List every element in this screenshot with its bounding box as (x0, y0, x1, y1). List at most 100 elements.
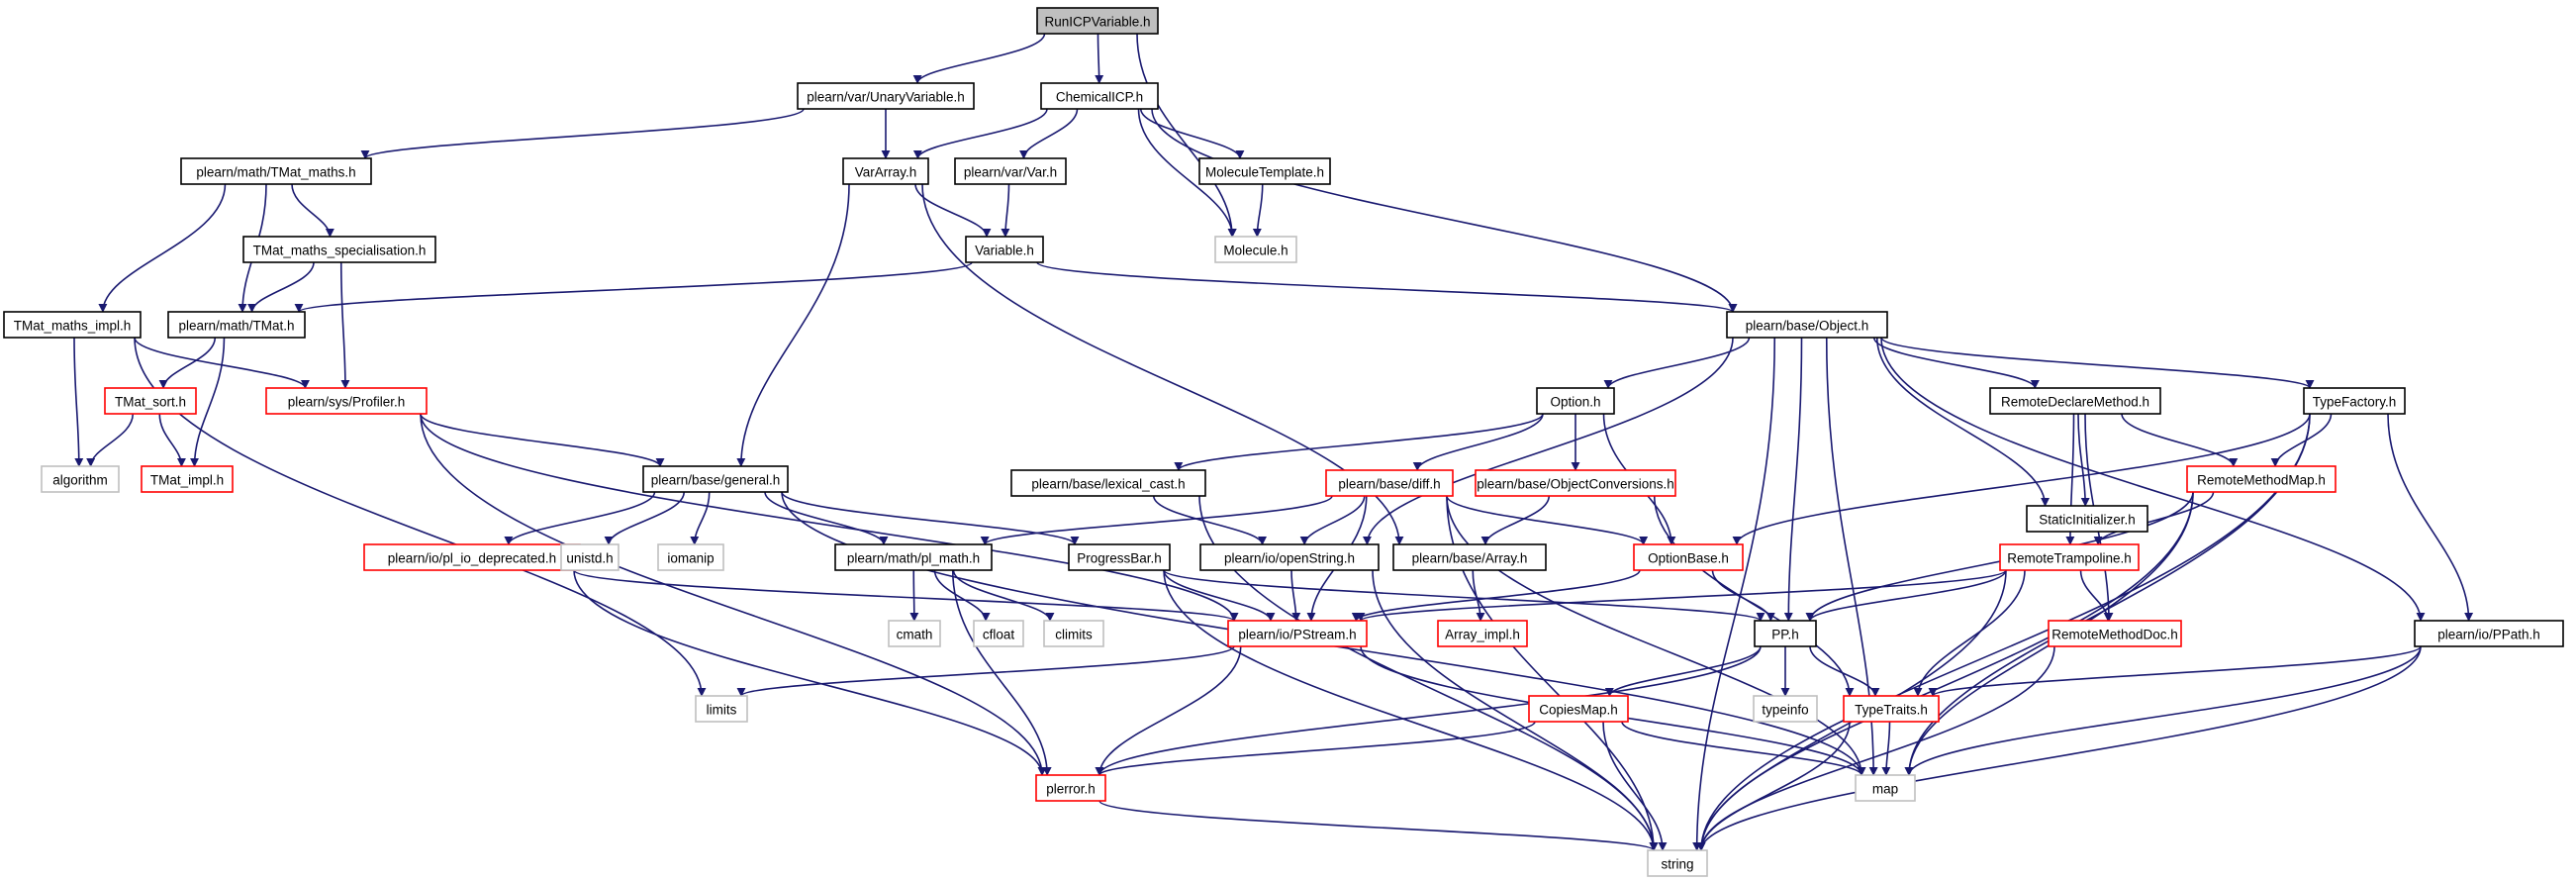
edge-remotedecl-to-staticinit (2077, 413, 2090, 507)
node-progressbar[interactable]: ProgressBar.h (1068, 543, 1171, 571)
node-tmatmathsimpl[interactable]: TMat_maths_impl.h (3, 311, 142, 339)
edge-tmatmaths-to-tmatspec (291, 183, 334, 238)
node-option[interactable]: Option.h (1536, 387, 1615, 415)
node-label: Array_impl.h (1445, 628, 1520, 642)
node-copiesmap[interactable]: CopiesMap.h (1528, 695, 1629, 723)
node-remotemethoddoc[interactable]: RemoteMethodDoc.h (2048, 620, 2182, 647)
edge-runicp-to-chemicalicp (1095, 33, 1104, 84)
node-vararray[interactable]: VarArray.h (842, 157, 929, 185)
node-profiler[interactable]: plearn/sys/Profiler.h (265, 387, 428, 415)
edge-profiler-to-pstream (420, 413, 1239, 622)
node-label: RemoteMethodMap.h (2197, 473, 2326, 488)
node-unaryvar[interactable]: plearn/var/UnaryVariable.h (797, 82, 975, 110)
node-chemicalicp[interactable]: ChemicalICP.h (1040, 82, 1159, 110)
node-label: plearn/base/Object.h (1746, 319, 1869, 334)
node-label: Molecule.h (1223, 244, 1288, 258)
edge-pph-to-typetraits (1809, 645, 1880, 697)
edge-plmath-to-cmath (909, 569, 919, 622)
node-box (1726, 311, 1888, 339)
edge-unaryvar-to-tmatmaths (360, 108, 805, 159)
edge-object-to-option (1603, 337, 1751, 389)
node-objconv[interactable]: plearn/base/ObjectConversions.h (1475, 469, 1676, 497)
node-label: RemoteTrampoline.h (2007, 551, 2132, 566)
edge-object-to-pph (1783, 337, 1803, 622)
node-variable[interactable]: Variable.h (965, 236, 1044, 263)
node-pliodep[interactable]: plearn/io/pl_io_deprecated.h (363, 543, 581, 571)
node-remotemethodmap[interactable]: RemoteMethodMap.h (2186, 465, 2337, 493)
node-label: plearn/math/TMat.h (178, 319, 294, 334)
node-varvar[interactable]: plearn/var/Var.h (954, 157, 1067, 185)
node-limits: limits (695, 695, 748, 723)
node-box (695, 695, 748, 723)
edge-progressbar-to-pph (1163, 569, 1765, 622)
node-label: plearn/io/PPath.h (2437, 628, 2540, 642)
node-box (560, 543, 620, 571)
node-staticinit[interactable]: StaticInitializer.h (2026, 505, 2148, 533)
node-box (1040, 82, 1159, 110)
edge-pph-to-copiesmap (1604, 645, 1762, 697)
edge-chemicalicp-to-molecule (1137, 108, 1237, 238)
edge-ppath-to-string (1696, 645, 2422, 851)
edge-tmatspec-to-profiler (339, 261, 350, 389)
edge-plerror-to-string (1098, 800, 1659, 851)
edge-copiesmap-to-plerror (1095, 721, 1536, 776)
node-diff[interactable]: plearn/base/diff.h (1325, 469, 1454, 497)
node-box (1528, 695, 1629, 723)
edge-remotetramp-to-pph (1805, 569, 2007, 622)
node-pstream[interactable]: plearn/io/PStream.h (1227, 620, 1368, 647)
edge-general-to-unistd (604, 491, 686, 545)
node-general[interactable]: plearn/base/general.h (642, 465, 789, 493)
node-label: TypeFactory.h (2313, 395, 2397, 410)
node-ppath[interactable]: plearn/io/PPath.h (2414, 620, 2564, 647)
edge-lexcast-to-openstring (1152, 495, 1267, 545)
edge-plmath-to-cfloat (933, 569, 991, 622)
node-tmatimpl[interactable]: TMat_impl.h (141, 465, 234, 493)
edge-optionbase-to-pph (1711, 569, 1775, 622)
edge-general-to-plmath (764, 491, 889, 545)
node-box (657, 543, 724, 571)
node-array[interactable]: plearn/base/Array.h (1392, 543, 1547, 571)
node-remotetramp[interactable]: RemoteTrampoline.h (1999, 543, 2140, 571)
node-pph[interactable]: PP.h (1754, 620, 1817, 647)
node-box (973, 620, 1024, 647)
edge-option-to-diff (1412, 413, 1544, 471)
node-tmat[interactable]: plearn/math/TMat.h (167, 311, 306, 339)
node-box (1989, 387, 2161, 415)
node-tmatsort[interactable]: TMat_sort.h (104, 387, 197, 415)
edge-plmath-to-climits (952, 569, 1055, 622)
edge-chemicalicp-to-moltemplate (1139, 108, 1245, 159)
node-box (180, 157, 372, 185)
node-plmath[interactable]: plearn/math/pl_math.h (834, 543, 993, 571)
node-box (1227, 620, 1368, 647)
node-label: cfloat (983, 628, 1015, 642)
node-label: ProgressBar.h (1077, 551, 1162, 566)
node-tmatspec[interactable]: TMat_maths_specialisation.h (242, 236, 436, 263)
edge-remotemethoddoc-to-string (1696, 645, 2055, 851)
node-remotedecl[interactable]: RemoteDeclareMethod.h (1989, 387, 2161, 415)
edge-optionbase-to-pstream (1351, 569, 1641, 622)
node-box (797, 82, 975, 110)
node-box (1010, 469, 1206, 497)
node-box (1198, 157, 1331, 185)
edge-object-to-typefactory (1880, 337, 2315, 389)
edge-runicp-to-molecule (1136, 33, 1237, 238)
edge-objconv-to-typetraits (1653, 495, 1855, 697)
node-object[interactable]: plearn/base/Object.h (1726, 311, 1888, 339)
edge-diff-to-plmath (980, 495, 1333, 545)
node-moltemplate[interactable]: MoleculeTemplate.h (1198, 157, 1331, 185)
node-box (1325, 469, 1454, 497)
node-lexcast[interactable]: plearn/base/lexical_cast.h (1010, 469, 1206, 497)
node-optionbase[interactable]: OptionBase.h (1633, 543, 1744, 571)
node-typetraits[interactable]: TypeTraits.h (1843, 695, 1940, 723)
node-arrayimpl[interactable]: Array_impl.h (1437, 620, 1528, 647)
edge-plmath-to-plerror (951, 569, 1052, 776)
edge-general-to-iomanip (690, 491, 711, 545)
node-plerror[interactable]: plerror.h (1035, 774, 1106, 802)
node-box (1199, 543, 1380, 571)
node-tmatmaths[interactable]: plearn/math/TMat_maths.h (180, 157, 372, 185)
node-typefactory[interactable]: TypeFactory.h (2303, 387, 2406, 415)
node-openstring[interactable]: plearn/io/openString.h (1199, 543, 1380, 571)
node-label: RunICPVariable.h (1044, 15, 1150, 30)
node-label: plearn/math/TMat_maths.h (196, 165, 355, 180)
node-map: map (1855, 774, 1916, 802)
